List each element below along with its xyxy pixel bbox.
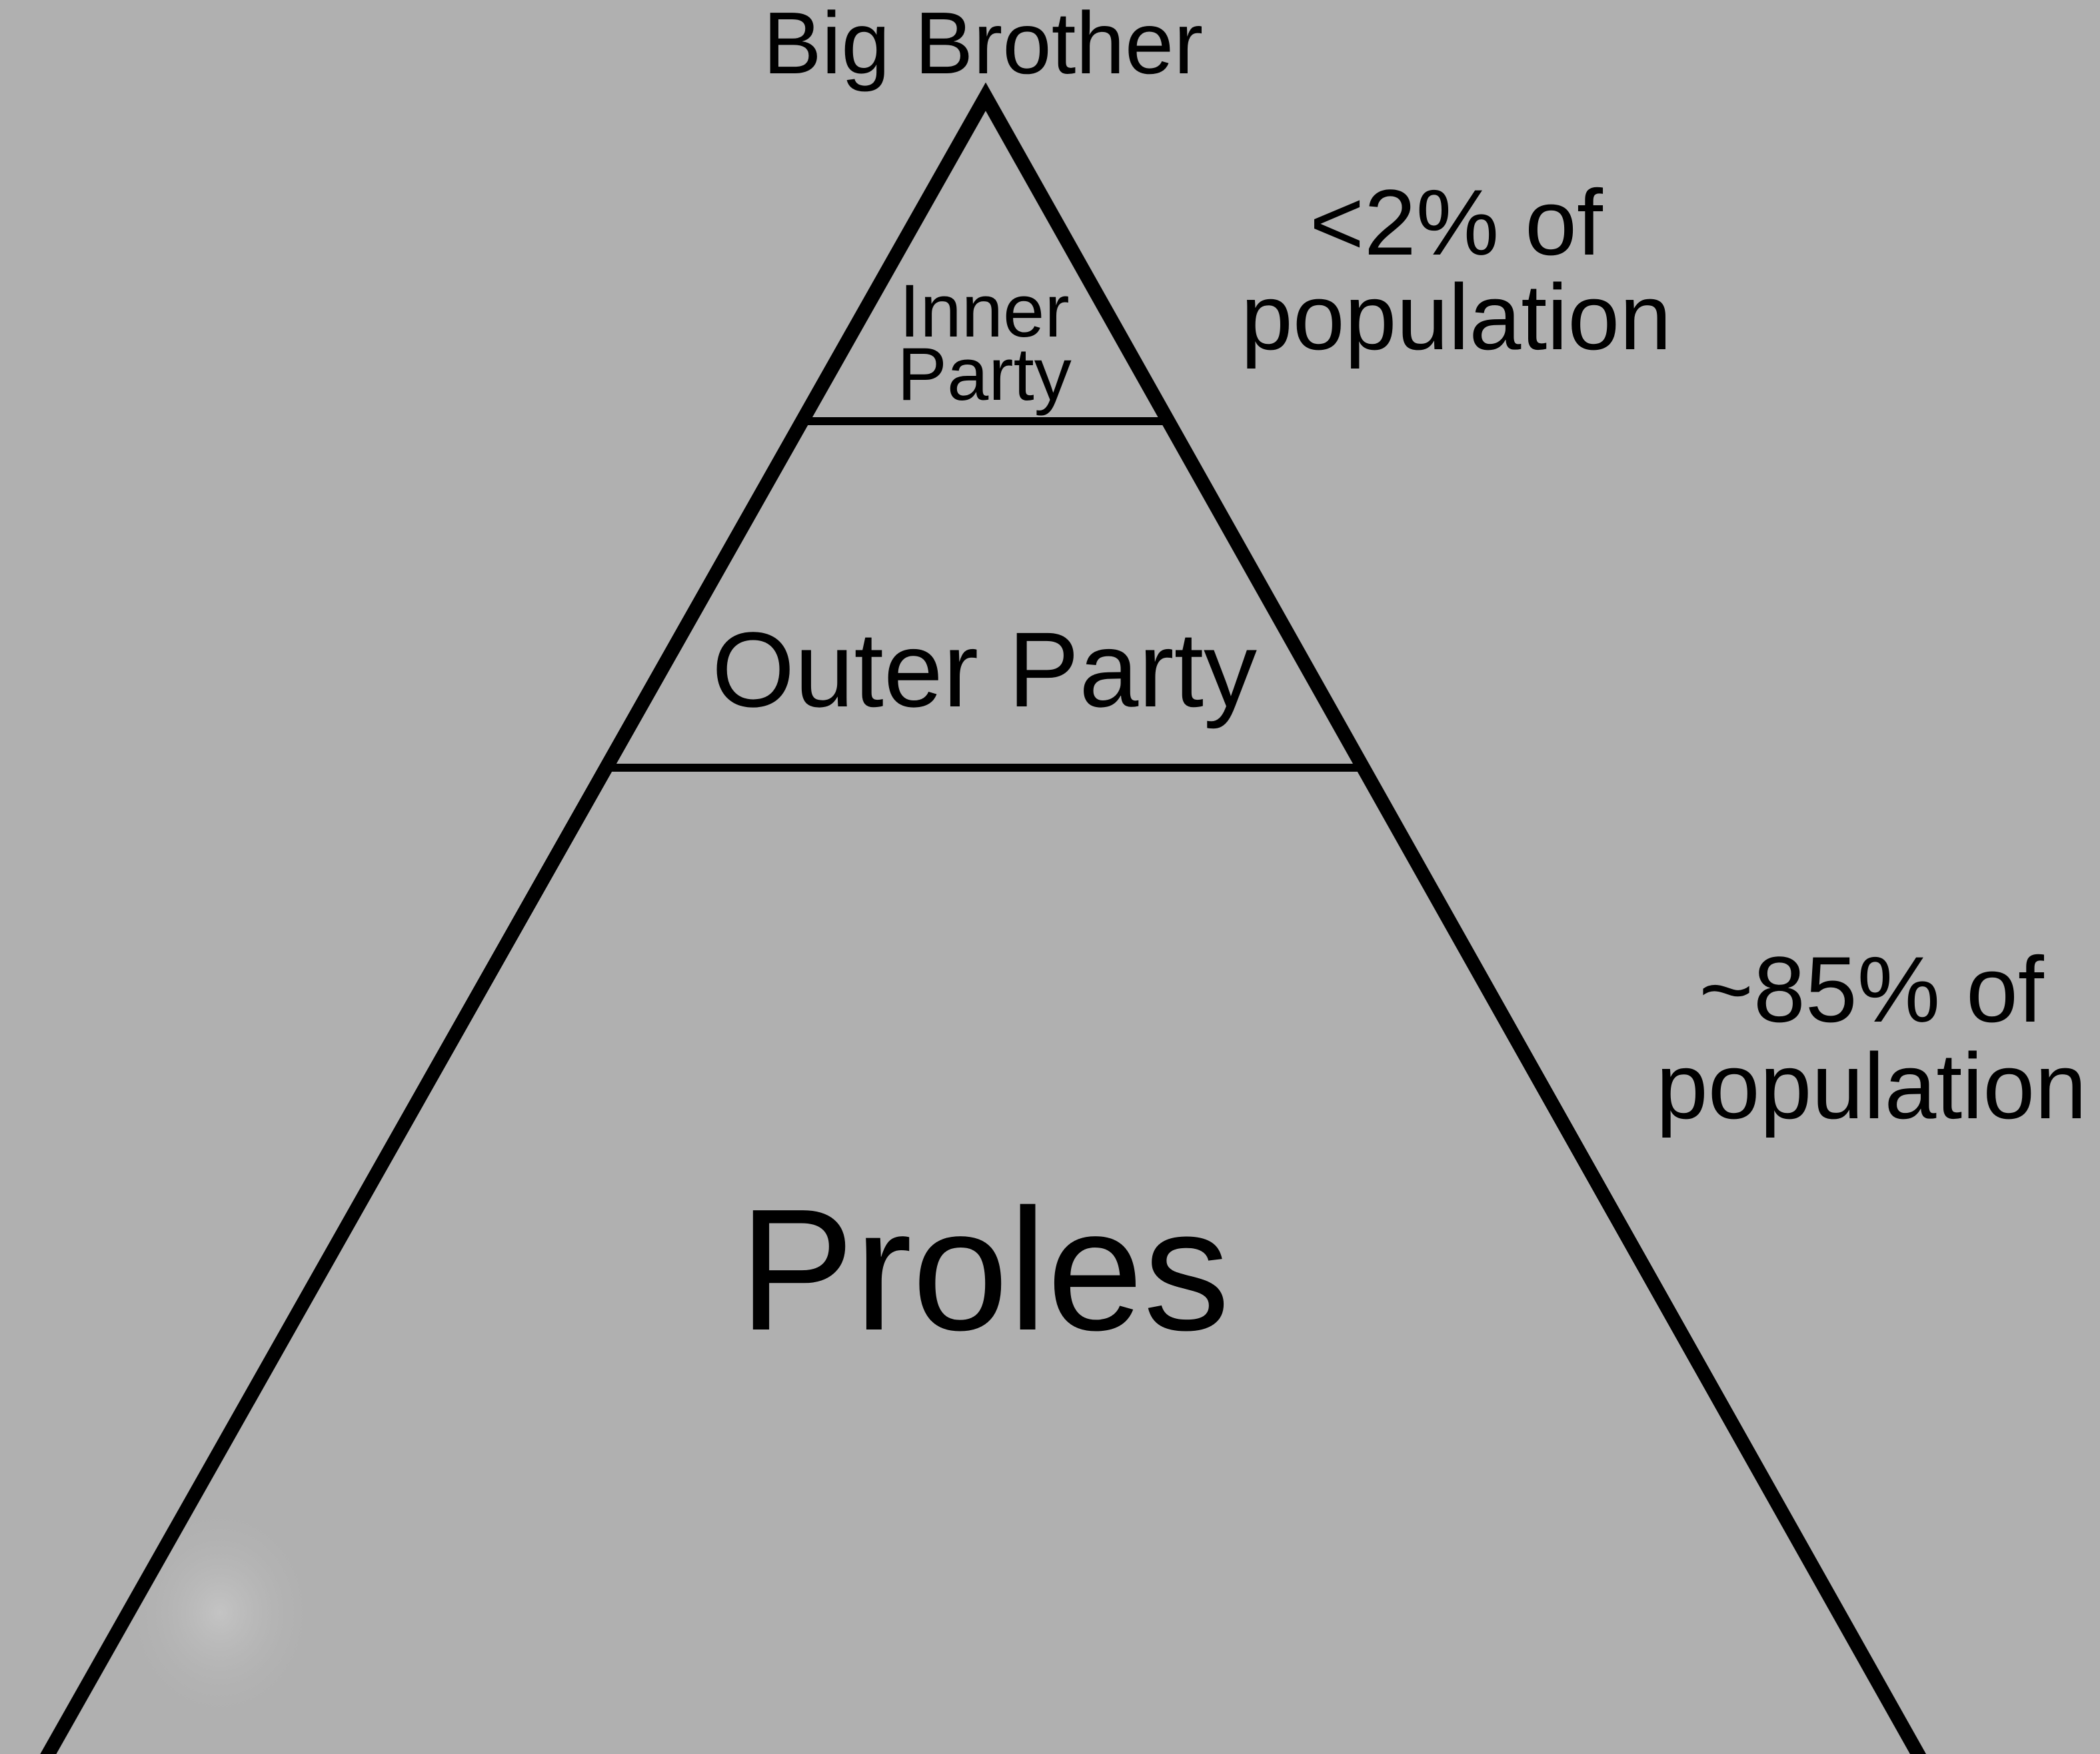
top-annotation-line1: <2% of (1310, 170, 1603, 275)
bottom-annotation-line2: population (1656, 1034, 2087, 1138)
inner-party-label-line2: Party (897, 333, 1071, 416)
proles-label: Proles (739, 1174, 1230, 1367)
background-smudge (120, 1499, 320, 1726)
pyramid-outline (40, 82, 1927, 1754)
outer-party-label: Outer Party (712, 610, 1257, 729)
bottom-annotation-line1: ~85% of (1699, 937, 2045, 1042)
top-annotation-line2: population (1241, 265, 1671, 369)
apex-label: Big Brother (763, 0, 1203, 92)
inner-party-label-line1: Inner (899, 269, 1069, 353)
